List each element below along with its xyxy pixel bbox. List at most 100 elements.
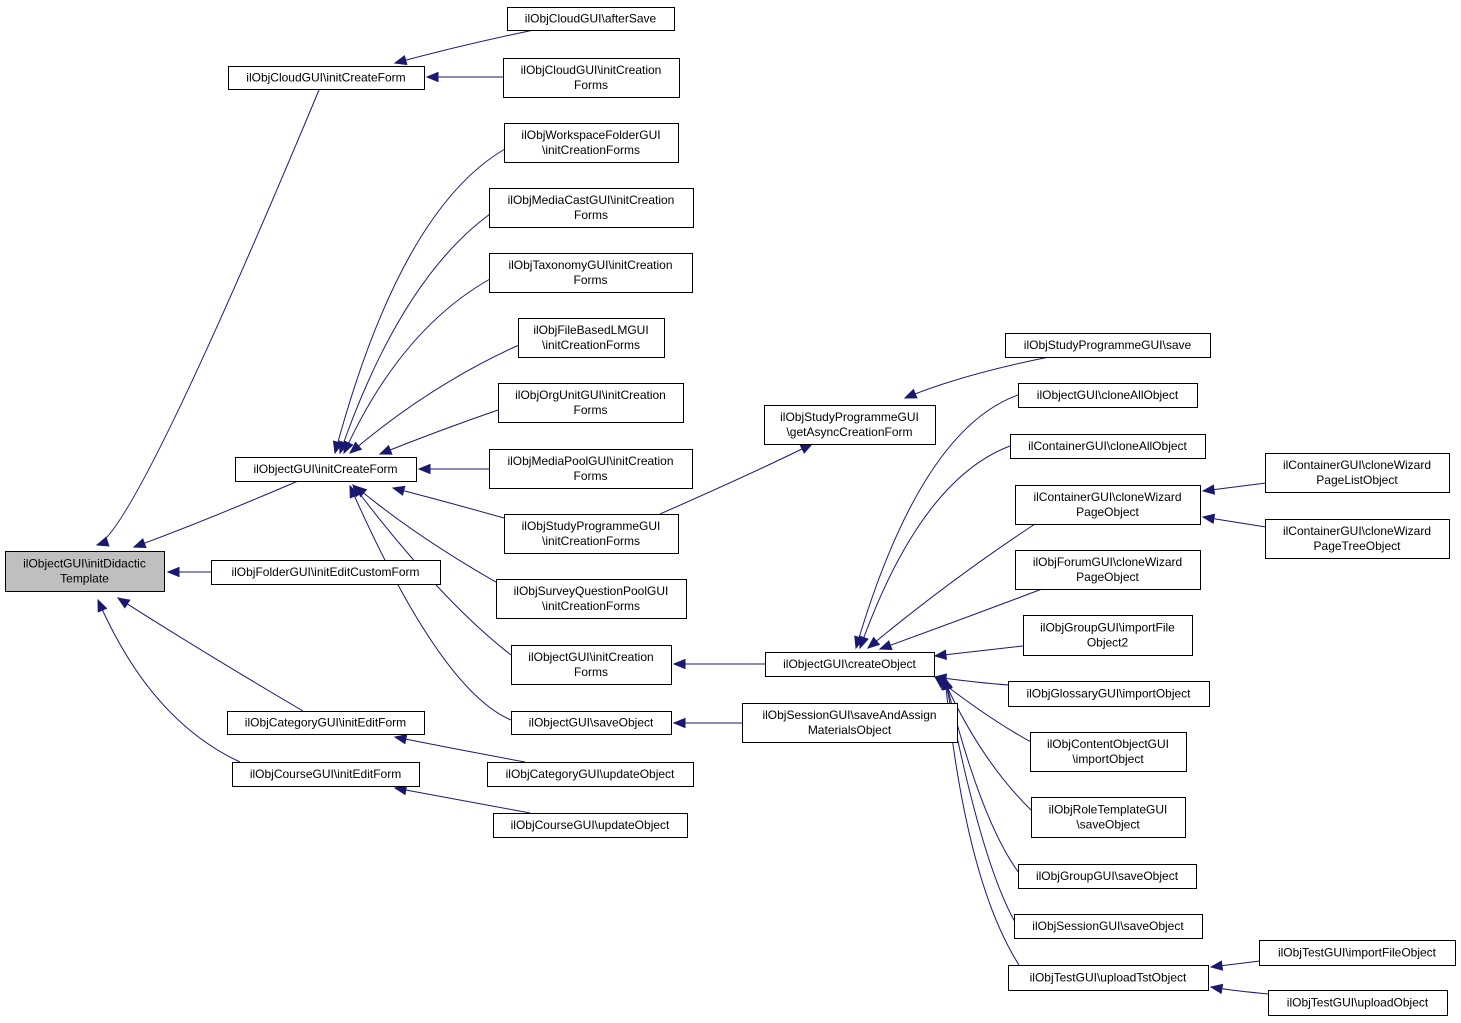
node-label: ilObjSurveyQuestionPoolGUI <box>514 584 669 598</box>
node-wsFolder[interactable]: ilObjWorkspaceFolderGUI\initCreationForm… <box>504 123 679 163</box>
node-taxonomy[interactable]: ilObjTaxonomyGUI\initCreationForms <box>489 253 693 293</box>
node-label: \initCreationForms <box>542 143 640 157</box>
node-box <box>493 813 688 838</box>
arrowhead <box>1209 960 1224 971</box>
node-studyInit[interactable]: ilObjStudyProgrammeGUI\initCreationForms <box>504 514 679 554</box>
node-box <box>227 711 425 735</box>
node-box <box>504 123 679 163</box>
node-box <box>228 66 425 90</box>
node-courseEdit[interactable]: ilObjCourseGUI\initEditForm <box>232 762 420 787</box>
node-catUpdate[interactable]: ilObjCategoryGUI\updateObject <box>487 762 694 787</box>
node-label: \importObject <box>1072 752 1144 766</box>
node-box <box>496 579 687 619</box>
arrowhead <box>97 598 108 613</box>
edge-objCreateForm <box>133 480 299 548</box>
node-label: ilObjectGUI\initCreation <box>528 650 653 664</box>
node-label: PageTreeObject <box>1314 539 1402 553</box>
node-label: ilObjOrgUnitGUI\initCreation <box>515 388 666 402</box>
node-box <box>511 711 672 735</box>
node-label: ilObjectGUI\saveObject <box>529 716 654 730</box>
node-groupSave[interactable]: ilObjGroupGUI\saveObject <box>1018 864 1197 889</box>
node-objCreateObject[interactable]: ilObjectGUI\createObject <box>765 652 935 677</box>
node-box <box>1015 485 1201 525</box>
node-objSave[interactable]: ilObjectGUI\saveObject <box>511 711 672 735</box>
node-box <box>1015 550 1201 590</box>
arrowhead <box>903 388 918 399</box>
node-label: \initCreationForms <box>542 338 640 352</box>
node-label: PageListObject <box>1316 473 1398 487</box>
node-box <box>503 58 680 98</box>
node-label: \initCreationForms <box>542 599 640 613</box>
arrowhead <box>933 649 948 660</box>
node-box <box>764 405 936 445</box>
node-fileLM[interactable]: ilObjFileBasedLMGUI\initCreationForms <box>518 318 665 358</box>
node-label: MaterialsObject <box>808 723 892 737</box>
node-studySave[interactable]: ilObjStudyProgrammeGUI\save <box>1005 333 1211 358</box>
node-label: ilObjSessionGUI\saveAndAssign <box>762 708 936 722</box>
node-label: ilObjCloudGUI\initCreateForm <box>246 71 405 85</box>
node-label: \initCreationForms <box>542 534 640 548</box>
node-sessionSave[interactable]: ilObjSessionGUI\saveObject <box>1014 914 1203 939</box>
edge-contCloneAll <box>859 445 1011 649</box>
node-box <box>489 449 693 489</box>
edge-contCloneWizard <box>867 523 1036 649</box>
node-sessionSaveAssign[interactable]: ilObjSessionGUI\saveAndAssignMaterialsOb… <box>742 703 958 743</box>
arrowhead <box>672 658 686 670</box>
node-cloudAfterSave[interactable]: ilObjCloudGUI\afterSave <box>507 7 675 31</box>
arrowhead <box>1201 484 1216 495</box>
node-objCreateForm[interactable]: ilObjectGUI\initCreateForm <box>235 457 417 482</box>
node-label: Forms <box>574 208 608 222</box>
node-box <box>1265 453 1450 493</box>
node-roleSave[interactable]: ilObjRoleTemplateGUI\saveObject <box>1031 797 1186 838</box>
node-glossaryImport[interactable]: ilObjGlossaryGUI\importObject <box>1008 681 1210 707</box>
node-testUploadObj[interactable]: ilObjTestGUI\uploadObject <box>1268 990 1448 1016</box>
node-box <box>1008 681 1210 707</box>
node-cloudCreation[interactable]: ilObjCloudGUI\initCreationForms <box>503 58 680 98</box>
node-surveyPool[interactable]: ilObjSurveyQuestionPoolGUI\initCreationF… <box>496 579 687 619</box>
edge-cloudCreate <box>96 89 320 546</box>
node-box <box>1010 434 1206 459</box>
node-box <box>211 560 441 585</box>
node-testUpload[interactable]: ilObjTestGUI\uploadTstObject <box>1008 965 1209 991</box>
node-box <box>765 652 935 677</box>
node-studyAsync[interactable]: ilObjStudyProgrammeGUI\getAsyncCreationF… <box>764 405 936 445</box>
node-cloudCreate[interactable]: ilObjCloudGUI\initCreateForm <box>228 66 425 90</box>
node-label: ilObjCloudGUI\initCreation <box>521 63 662 77</box>
node-objCloneAll[interactable]: ilObjectGUI\cloneAllObject <box>1018 383 1198 408</box>
edge-courseUpdate <box>394 787 531 814</box>
node-objInitCreation[interactable]: ilObjectGUI\initCreationForms <box>511 645 672 685</box>
node-label: ilContainerGUI\cloneWizard <box>1033 490 1181 504</box>
node-label: Forms <box>574 469 608 483</box>
node-box <box>511 645 672 685</box>
node-box <box>1008 965 1209 991</box>
node-box <box>489 253 693 293</box>
node-contCloneAll[interactable]: ilContainerGUI\cloneAllObject <box>1010 434 1206 459</box>
node-courseUpdate[interactable]: ilObjCourseGUI\updateObject <box>493 813 688 838</box>
node-box <box>5 551 165 592</box>
edge-objCloneAll <box>855 394 1019 649</box>
arrowhead <box>116 597 131 609</box>
node-catEdit[interactable]: ilObjCategoryGUI\initEditForm <box>227 711 425 735</box>
node-box <box>1268 990 1448 1016</box>
node-mediaCast[interactable]: ilObjMediaCastGUI\initCreationForms <box>489 188 694 228</box>
node-label: ilObjectGUI\createObject <box>783 657 916 671</box>
edge-courseEdit <box>97 599 241 763</box>
node-folderEdit[interactable]: ilObjFolderGUI\initEditCustomForm <box>211 560 441 585</box>
edge-wsFolder <box>334 148 506 454</box>
edge-objSave <box>349 485 512 721</box>
node-orgUnit[interactable]: ilObjOrgUnitGUI\initCreationForms <box>498 383 684 423</box>
node-mediaPool[interactable]: ilObjMediaPoolGUI\initCreationForms <box>489 449 693 489</box>
node-label: ilObjCategoryGUI\initEditForm <box>245 716 406 730</box>
node-testImportFile[interactable]: ilObjTestGUI\importFileObject <box>1259 940 1456 966</box>
node-box <box>489 188 694 228</box>
node-label: PageObject <box>1076 570 1139 584</box>
node-contentImport[interactable]: ilObjContentObjectGUI\importObject <box>1030 732 1187 772</box>
node-label: Forms <box>574 78 608 92</box>
